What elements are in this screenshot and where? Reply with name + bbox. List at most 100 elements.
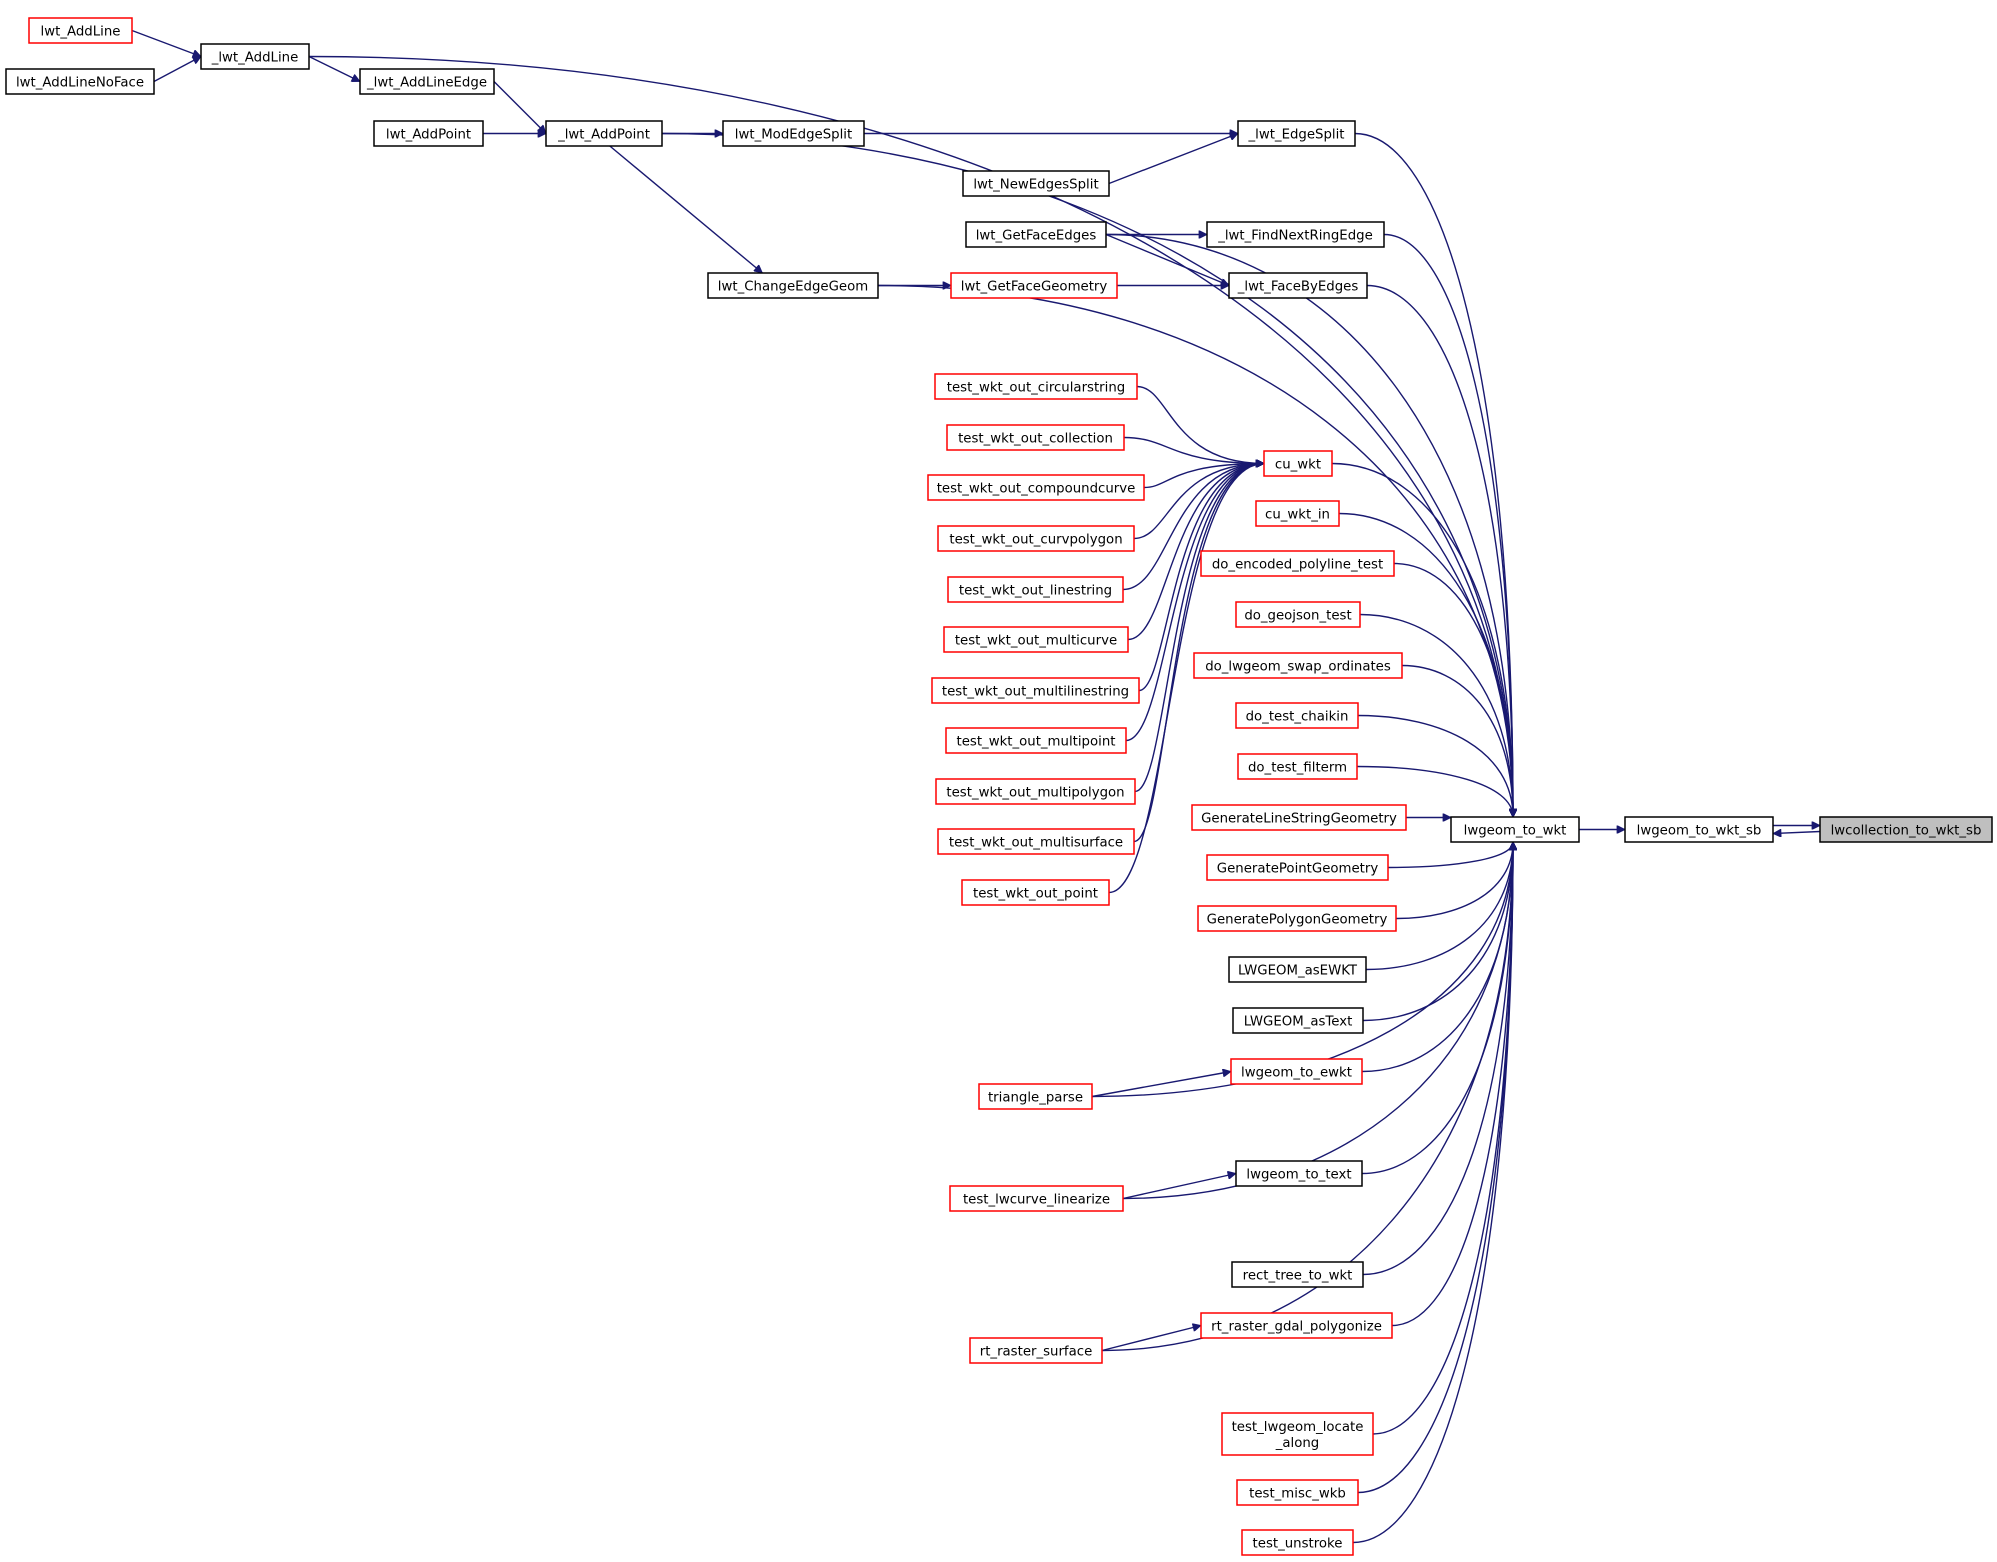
node-GeneratePolygonGeometry[interactable]: GeneratePolygonGeometry [1197,905,1397,932]
node-box[interactable] [545,120,663,147]
node-_lwt_AddLineEdge[interactable]: _lwt_AddLineEdge [359,68,495,95]
node-_lwt_EdgeSplit[interactable]: _lwt_EdgeSplit [1237,120,1356,147]
node-box[interactable] [1206,221,1385,248]
node-box[interactable] [1237,753,1358,780]
node-box[interactable] [947,576,1124,603]
node-box[interactable] [707,272,879,299]
node-box[interactable] [1193,652,1403,679]
node-box[interactable] [1206,854,1389,881]
node-box[interactable] [950,272,1118,299]
node-test_wkt_out_curvpolygon[interactable]: test_wkt_out_curvpolygon [937,525,1135,552]
node-_lwt_AddPoint[interactable]: _lwt_AddPoint [545,120,663,147]
node-lwt_GetFaceEdges[interactable]: lwt_GetFaceEdges [965,221,1107,248]
node-lwt_AddLine[interactable]: lwt_AddLine [28,17,133,44]
node-test_misc_wkb[interactable]: test_misc_wkb [1236,1479,1359,1506]
node-lwt_AddPoint[interactable]: lwt_AddPoint [373,120,484,147]
node-GenerateLineStringGeometry[interactable]: GenerateLineStringGeometry [1191,804,1407,831]
node-GeneratePointGeometry[interactable]: GeneratePointGeometry [1206,854,1389,881]
node-box[interactable] [931,677,1140,704]
node-rt_raster_surface[interactable]: rt_raster_surface [969,1337,1103,1364]
node-lwt_AddLineNoFace[interactable]: lwt_AddLineNoFace [5,68,155,95]
node-lwgeom_to_ewkt[interactable]: lwgeom_to_ewkt [1230,1058,1363,1085]
node-LWGEOM_asEWKT[interactable]: LWGEOM_asEWKT [1228,956,1367,983]
node-box[interactable] [965,221,1107,248]
node-do_geojson_test[interactable]: do_geojson_test [1235,601,1361,628]
node-box[interactable] [962,170,1110,197]
node-box[interactable] [373,120,484,147]
node-test_wkt_out_multicurve[interactable]: test_wkt_out_multicurve [943,626,1129,653]
node-lwgeom_to_wkt[interactable]: lwgeom_to_wkt [1450,816,1580,843]
node-box[interactable] [200,43,310,70]
node-cu_wkt_in[interactable]: cu_wkt_in [1255,500,1340,527]
node-box[interactable] [961,879,1110,906]
node-do_lwgeom_swap_ordinates[interactable]: do_lwgeom_swap_ordinates [1193,652,1403,679]
node-lwt_ModEdgeSplit[interactable]: lwt_ModEdgeSplit [722,120,865,147]
node-box[interactable] [934,373,1138,400]
node-box[interactable] [1200,1312,1393,1339]
node-box[interactable] [1819,816,1993,843]
node-test_unstroke[interactable]: test_unstroke [1241,1529,1354,1556]
node-box[interactable] [1450,816,1580,843]
node-box[interactable] [1237,120,1356,147]
node-box[interactable] [1230,1058,1363,1085]
node-box[interactable] [927,474,1145,501]
node-lwt_ChangeEdgeGeom[interactable]: lwt_ChangeEdgeGeom [707,272,879,299]
node-box[interactable] [949,1185,1124,1212]
node-test_wkt_out_multilinestring[interactable]: test_wkt_out_multilinestring [931,677,1140,704]
node-box[interactable] [1624,816,1774,843]
node-test_wkt_out_collection[interactable]: test_wkt_out_collection [946,424,1125,451]
node-_lwt_AddLine[interactable]: _lwt_AddLine [200,43,310,70]
node-do_test_filterm[interactable]: do_test_filterm [1237,753,1358,780]
node-LWGEOM_asText[interactable]: LWGEOM_asText [1232,1007,1364,1034]
node-lwgeom_to_wkt_sb[interactable]: lwgeom_to_wkt_sb [1624,816,1774,843]
node-box[interactable] [945,727,1127,754]
node-box[interactable] [359,68,495,95]
node-test_wkt_out_circularstring[interactable]: test_wkt_out_circularstring [934,373,1138,400]
node-box[interactable] [1200,550,1395,577]
node-test_wkt_out_multisurface[interactable]: test_wkt_out_multisurface [937,828,1135,855]
node-box[interactable] [1232,1007,1364,1034]
node-box[interactable] [1263,450,1333,477]
node-box[interactable] [1221,1412,1374,1456]
node-box[interactable] [937,525,1135,552]
node-box[interactable] [1197,905,1397,932]
node-test_wkt_out_compoundcurve[interactable]: test_wkt_out_compoundcurve [927,474,1145,501]
node-_lwt_FindNextRingEdge[interactable]: _lwt_FindNextRingEdge [1206,221,1385,248]
node-lwt_GetFaceGeometry[interactable]: lwt_GetFaceGeometry [950,272,1118,299]
node-box[interactable] [946,424,1125,451]
node-box[interactable] [937,828,1135,855]
node-box[interactable] [1241,1529,1354,1556]
node-box[interactable] [935,778,1136,805]
node-box[interactable] [978,1083,1093,1110]
node-do_encoded_polyline_test[interactable]: do_encoded_polyline_test [1200,550,1395,577]
node-do_test_chaikin[interactable]: do_test_chaikin [1235,702,1359,729]
node-test_wkt_out_multipolygon[interactable]: test_wkt_out_multipolygon [935,778,1136,805]
node-box[interactable] [722,120,865,147]
node-lwcollection_to_wkt_sb[interactable]: lwcollection_to_wkt_sb [1819,816,1993,843]
node-box[interactable] [943,626,1129,653]
node-box[interactable] [1235,702,1359,729]
node-test_wkt_out_point[interactable]: test_wkt_out_point [961,879,1110,906]
node-box[interactable] [1235,601,1361,628]
node-box[interactable] [1228,272,1368,299]
node-test_lwgeom_locate_along[interactable]: test_lwgeom_locate_along [1221,1412,1374,1456]
node-test_wkt_out_multipoint[interactable]: test_wkt_out_multipoint [945,727,1127,754]
node-box[interactable] [969,1337,1103,1364]
node-rt_raster_gdal_polygonize[interactable]: rt_raster_gdal_polygonize [1200,1312,1393,1339]
node-rect_tree_to_wkt[interactable]: rect_tree_to_wkt [1231,1261,1364,1288]
node-box[interactable] [1235,1160,1363,1187]
node-lwt_NewEdgesSplit[interactable]: lwt_NewEdgesSplit [962,170,1110,197]
node-box[interactable] [1231,1261,1364,1288]
node-box[interactable] [1255,500,1340,527]
node-box[interactable] [1228,956,1367,983]
node-box[interactable] [28,17,133,44]
node-triangle_parse[interactable]: triangle_parse [978,1083,1093,1110]
node-_lwt_FaceByEdges[interactable]: _lwt_FaceByEdges [1228,272,1368,299]
node-lwgeom_to_text[interactable]: lwgeom_to_text [1235,1160,1363,1187]
node-box[interactable] [1191,804,1407,831]
node-box[interactable] [5,68,155,95]
node-test_wkt_out_linestring[interactable]: test_wkt_out_linestring [947,576,1124,603]
node-cu_wkt[interactable]: cu_wkt [1263,450,1333,477]
node-test_lwcurve_linearize[interactable]: test_lwcurve_linearize [949,1185,1124,1212]
node-box[interactable] [1236,1479,1359,1506]
